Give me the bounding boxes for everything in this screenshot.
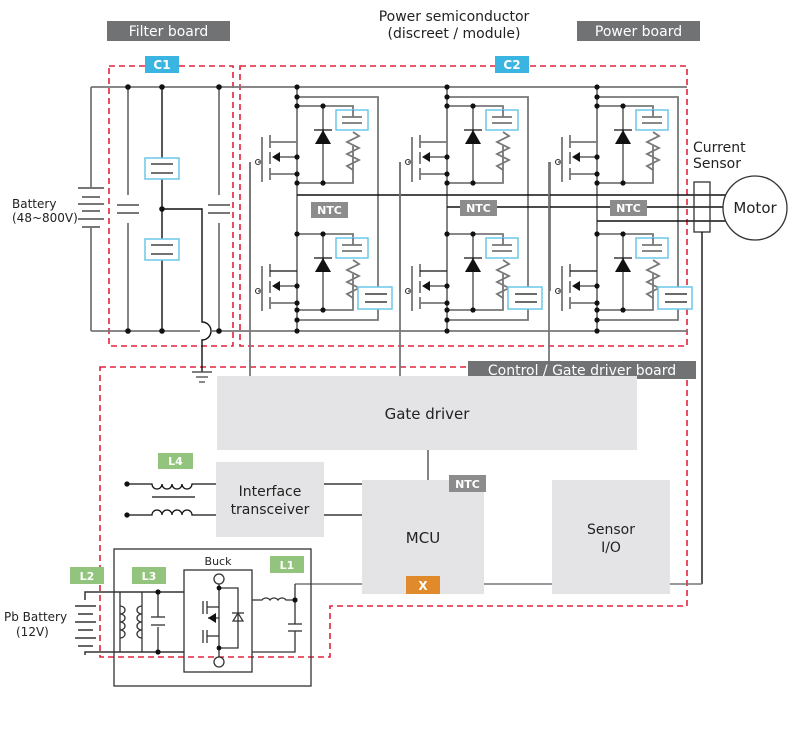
svg-text:Sensor: Sensor xyxy=(587,522,635,538)
svg-text:Pb Battery: Pb Battery xyxy=(4,610,67,624)
snubber-capacitor-icon xyxy=(485,109,519,131)
svg-text:NTC: NTC xyxy=(455,478,480,491)
svg-text:MCU: MCU xyxy=(406,529,440,547)
gate-signal-wires xyxy=(249,162,550,376)
l3-tag: L3 xyxy=(132,567,166,584)
snubber-capacitor-icon xyxy=(485,237,519,259)
common-mode-choke-icon xyxy=(124,481,217,518)
half-bridge-leg-2 xyxy=(399,84,543,334)
motor: Motor xyxy=(722,175,788,241)
low-side-switch xyxy=(254,231,369,313)
ground-icon xyxy=(192,371,212,383)
svg-text:Current: Current xyxy=(693,140,746,156)
ntc-tag-1: NTC xyxy=(311,202,348,218)
low-side-switch xyxy=(404,231,519,313)
svg-text:Sensor: Sensor xyxy=(693,156,741,172)
pb-battery-label: Pb Battery (12V) xyxy=(4,610,67,639)
svg-text:NTC: NTC xyxy=(466,202,491,215)
svg-text:(12V): (12V) xyxy=(16,625,49,639)
mcu-ntc-tag: NTC xyxy=(449,475,486,492)
output-filter xyxy=(252,584,302,653)
power-semiconductor-title: Power semiconductor (discreet / module) xyxy=(379,9,530,42)
resistor-icon xyxy=(494,131,512,171)
current-sensor: Current Sensor xyxy=(693,140,746,584)
mcu-block[interactable]: MCU xyxy=(362,480,484,594)
power-board-label: Power board xyxy=(595,24,682,40)
dc-link-capacitor-icon xyxy=(507,286,543,310)
high-side-switch xyxy=(254,103,369,186)
svg-text:NTC: NTC xyxy=(616,202,641,215)
half-bridge-leg-3 xyxy=(549,84,693,334)
diode-icon xyxy=(615,258,631,272)
diode-icon xyxy=(615,130,631,144)
resistor-icon xyxy=(644,259,662,299)
high-side-switch xyxy=(554,103,669,186)
resistor-icon xyxy=(344,131,362,171)
battery-symbol xyxy=(78,187,104,228)
motor-label: Motor xyxy=(733,199,777,217)
svg-text:Buck: Buck xyxy=(205,555,233,568)
half-bridge-legs xyxy=(249,84,693,334)
power-board-header: Power board xyxy=(577,21,700,41)
y-capacitors xyxy=(144,157,180,261)
c2-tag: C2 xyxy=(495,56,529,73)
diode-icon xyxy=(315,258,331,272)
svg-text:Control / Gate driver board: Control / Gate driver board xyxy=(488,363,676,379)
l2-tag: L2 xyxy=(70,567,104,584)
pb-battery-wires xyxy=(75,591,184,655)
x-crystal-tag: X xyxy=(406,576,440,594)
buck-converter: Buck xyxy=(183,555,253,673)
title-line-2: (discreet / module) xyxy=(388,26,521,42)
svg-text:X: X xyxy=(418,579,428,593)
resistor-icon xyxy=(494,259,512,299)
diode-icon xyxy=(465,258,481,272)
half-bridge-leg-1 xyxy=(249,84,393,334)
power-supply-enclosure xyxy=(113,548,312,687)
svg-text:Battery: Battery xyxy=(12,197,56,211)
resistor-icon xyxy=(644,131,662,171)
high-side-switch xyxy=(404,103,519,186)
l1-tag: L1 xyxy=(270,556,304,573)
filter-board-header: Filter board xyxy=(107,21,230,41)
svg-text:L3: L3 xyxy=(142,570,157,583)
svg-text:I/O: I/O xyxy=(601,540,621,556)
gate-driver-block[interactable]: Gate driver xyxy=(217,376,637,450)
svg-text:transceiver: transceiver xyxy=(231,502,310,518)
svg-text:(48~800V): (48~800V) xyxy=(12,211,78,225)
l4-tag: L4 xyxy=(158,453,193,469)
control-board-header: Control / Gate driver board xyxy=(468,361,696,379)
svg-text:C2: C2 xyxy=(503,58,520,72)
control-board-boundary xyxy=(99,366,688,658)
dc-link-capacitor-icon xyxy=(357,286,393,310)
ntc-tag-2: NTC xyxy=(460,200,497,216)
svg-text:L4: L4 xyxy=(168,455,183,468)
svg-text:L2: L2 xyxy=(80,570,95,583)
interface-transceiver-block[interactable]: Interface transceiver xyxy=(216,462,324,537)
battery-label: Battery (48~800V) xyxy=(12,197,78,225)
svg-text:C1: C1 xyxy=(153,58,170,72)
svg-text:L1: L1 xyxy=(280,559,295,572)
ntc-tag-3: NTC xyxy=(610,200,647,216)
svg-text:Interface: Interface xyxy=(239,484,302,500)
snubber-capacitor-icon xyxy=(335,109,369,131)
c1-tag: C1 xyxy=(145,56,179,73)
sensor-io-block[interactable]: Sensor I/O xyxy=(552,480,670,594)
power-board-boundary xyxy=(239,65,688,347)
snubber-capacitor-icon xyxy=(335,237,369,259)
snubber-capacitor-icon xyxy=(635,237,669,259)
svg-text:NTC: NTC xyxy=(317,204,342,217)
diode-icon xyxy=(315,130,331,144)
snubber-capacitor-icon xyxy=(635,109,669,131)
dc-link-capacitor-icon xyxy=(657,286,693,310)
svg-text:Gate driver: Gate driver xyxy=(385,405,471,423)
resistor-icon xyxy=(344,259,362,299)
filter-capacitors xyxy=(117,195,230,223)
filter-board-label: Filter board xyxy=(129,24,209,40)
transformer-icon xyxy=(119,592,165,652)
title-line-1: Power semiconductor xyxy=(379,9,530,25)
diode-icon xyxy=(465,130,481,144)
low-side-switch xyxy=(554,231,669,313)
